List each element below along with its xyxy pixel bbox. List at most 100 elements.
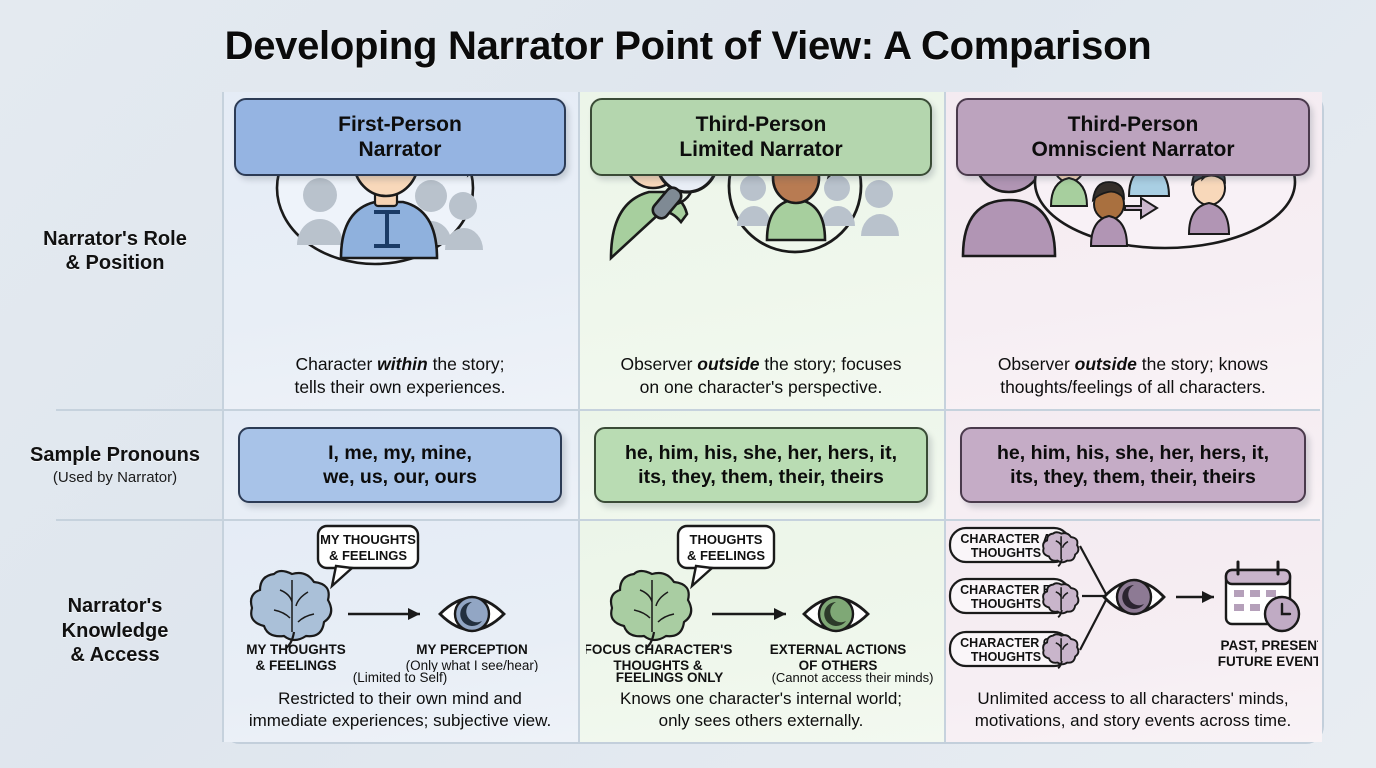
eye-icon xyxy=(1102,578,1166,616)
diagram-third-omniscient-knowledge: CHARACTER A THOUGHTS CHARACTER B THOUGHT… xyxy=(944,522,1322,674)
header-line1: First-Person xyxy=(338,112,462,136)
pronoun-line1: I, me, my, mine, xyxy=(328,441,472,464)
pronoun-line2: we, us, our, ours xyxy=(323,466,477,488)
page-title: Developing Narrator Point of View: A Com… xyxy=(224,24,1152,68)
caption-emphasis: within xyxy=(377,354,428,375)
knowledge-limited-right-note: (Cannot access their minds) xyxy=(771,670,934,685)
svg-text:THOUGHTS &: THOUGHTS & xyxy=(613,658,702,672)
svg-text:PAST, PRESENT,: PAST, PRESENT, xyxy=(1220,638,1318,653)
cap-line1: Restricted to their own mind and xyxy=(278,688,522,708)
svg-text:EXTERNAL ACTIONS: EXTERNAL ACTIONS xyxy=(770,642,907,657)
svg-text:THOUGHTS: THOUGHTS xyxy=(971,597,1041,611)
header-line1: Third-Person xyxy=(1067,112,1199,136)
row-label-role-line2: & Position xyxy=(65,252,165,274)
row-label-knowledge-line3: & Access xyxy=(70,644,160,667)
pronoun-line1: he, him, his, she, her, hers, it, xyxy=(996,441,1269,464)
cell-knowledge-third-omniscient: CHARACTER A THOUGHTS CHARACTER B THOUGHT… xyxy=(944,520,1322,742)
header-line2: Limited Narrator xyxy=(679,138,843,161)
person-icon xyxy=(1089,181,1129,247)
caption-third-omniscient-role: Observer outside the story; knows though… xyxy=(952,353,1314,398)
caption-part-b: the story; xyxy=(427,354,505,375)
svg-text:CHARACTER B: CHARACTER B xyxy=(960,583,1052,597)
column-header-first-person[interactable]: First-Person Narrator xyxy=(234,98,566,176)
pronoun-box-third-limited[interactable]: he, him, his, she, her, hers, it, its, t… xyxy=(594,427,928,503)
header-line2: Omniscient Narrator xyxy=(1031,138,1235,161)
divider-horizontal-2 xyxy=(56,519,1320,521)
cell-pronouns-first-person: I, me, my, mine, we, us, our, ours xyxy=(222,410,578,520)
cell-knowledge-third-limited: THOUGHTS & FEELINGS xyxy=(578,520,944,742)
column-headers: First-Person Narrator Third-Person Limit… xyxy=(0,98,1376,180)
svg-text:THOUGHTS: THOUGHTS xyxy=(971,650,1041,664)
caption-first-person-knowledge: Restricted to their own mind and immedia… xyxy=(228,688,572,732)
diagram-first-person-knowledge: MY THOUGHTS & FEELINGS xyxy=(222,522,578,674)
caption-first-person-role: Character within the story; tells their … xyxy=(230,353,570,398)
pronoun-line2: its, they, them, their, theirs xyxy=(638,466,884,488)
svg-text:CHARACTER C: CHARACTER C xyxy=(960,636,1052,650)
row-label-pronouns: Sample Pronouns (Used by Narrator) xyxy=(0,410,222,520)
pronoun-box-first-person[interactable]: I, me, my, mine, we, us, our, ours xyxy=(238,427,562,503)
brain-icon xyxy=(1042,582,1080,619)
caption-emphasis: outside xyxy=(697,354,760,375)
svg-text:THOUGHTS: THOUGHTS xyxy=(690,532,763,547)
cap-line2: motivations, and story events across tim… xyxy=(974,710,1292,730)
cell-knowledge-first-person: MY THOUGHTS & FEELINGS xyxy=(222,520,578,742)
divider-vertical-1 xyxy=(222,92,224,742)
brain-icon xyxy=(249,569,333,649)
header-line2: Narrator xyxy=(358,138,442,161)
divider-horizontal-1 xyxy=(56,409,1320,411)
svg-text:(Only what I see/hear): (Only what I see/hear) xyxy=(406,658,539,672)
svg-text:& FEELINGS: & FEELINGS xyxy=(687,548,765,563)
character-b-box: CHARACTER B THOUGHTS xyxy=(948,577,1080,619)
svg-text:FUTURE EVENTS: FUTURE EVENTS xyxy=(1218,654,1318,669)
column-header-third-limited[interactable]: Third-Person Limited Narrator xyxy=(590,98,932,176)
eye-icon xyxy=(438,595,506,633)
row-label-role: Narrator's Role & Position xyxy=(0,92,222,410)
caption-part-b: the story; knows xyxy=(1136,354,1269,375)
pronoun-line1: he, him, his, she, her, hers, it, xyxy=(624,441,897,464)
svg-text:OF OTHERS: OF OTHERS xyxy=(799,658,878,672)
caption-emphasis: outside xyxy=(1074,354,1137,375)
eye-icon xyxy=(802,595,870,633)
speech-bubble-icon: MY THOUGHTS & FEELINGS xyxy=(316,524,420,590)
cap-line1: Knows one character's internal world; xyxy=(620,688,902,708)
caption-line2: thoughts/feelings of all characters. xyxy=(1000,376,1266,397)
caption-third-limited-knowledge: Knows one character's internal world; on… xyxy=(584,688,938,732)
caption-part-a: Character xyxy=(295,354,378,375)
row-label-pronouns-main: Sample Pronouns xyxy=(29,443,201,466)
cell-pronouns-third-omniscient: he, him, his, she, her, hers, it, its, t… xyxy=(944,410,1322,520)
column-header-third-omniscient[interactable]: Third-Person Omniscient Narrator xyxy=(956,98,1310,176)
svg-text:MY PERCEPTION: MY PERCEPTION xyxy=(416,642,528,657)
arrow-right-icon xyxy=(1124,196,1159,220)
arrow-right-icon xyxy=(1176,591,1214,603)
divider-vertical-2 xyxy=(578,92,580,742)
speech-bubble-icon: THOUGHTS & FEELINGS xyxy=(676,524,776,590)
svg-text:THOUGHTS: THOUGHTS xyxy=(971,546,1041,560)
row-label-pronouns-sub: (Used by Narrator) xyxy=(52,469,178,487)
brain-icon xyxy=(1042,633,1080,670)
diagram-third-limited-knowledge: THOUGHTS & FEELINGS xyxy=(578,522,944,674)
row-label-knowledge-line1: Narrator's xyxy=(67,595,163,618)
cap-line2: only sees others externally. xyxy=(658,710,864,730)
divider-vertical-3 xyxy=(944,92,946,742)
caption-part-b: the story; focuses xyxy=(759,354,902,375)
row-label-knowledge-line2: Knowledge xyxy=(61,619,169,642)
svg-text:FOCUS CHARACTER'S: FOCUS CHARACTER'S xyxy=(586,642,732,657)
cap-line2: immediate experiences; subjective view. xyxy=(248,710,552,730)
svg-text:MY THOUGHTS: MY THOUGHTS xyxy=(320,532,416,547)
cell-pronouns-third-limited: he, him, his, she, her, hers, it, its, t… xyxy=(578,410,944,520)
pronoun-box-third-omniscient[interactable]: he, him, his, she, her, hers, it, its, t… xyxy=(960,427,1306,503)
arrow-right-icon xyxy=(712,608,786,620)
knowledge-first-limited-note: (Limited to Self) xyxy=(352,670,448,685)
caption-part-a: Observer xyxy=(997,354,1075,375)
caption-third-limited-role: Observer outside the story; focuses on o… xyxy=(586,353,936,398)
header-line1: Third-Person xyxy=(695,112,827,136)
brain-icon xyxy=(609,569,693,649)
caption-third-omniscient-knowledge: Unlimited access to all characters' mind… xyxy=(950,688,1316,732)
pronoun-line2: its, they, them, their, theirs xyxy=(1010,466,1256,488)
caption-line2: on one character's perspective. xyxy=(639,376,883,397)
svg-text:CHARACTER A: CHARACTER A xyxy=(960,532,1051,546)
brain-icon xyxy=(1042,531,1080,568)
row-label-role-line1: Narrator's Role xyxy=(43,227,187,250)
svg-text:& FEELINGS: & FEELINGS xyxy=(255,658,336,672)
